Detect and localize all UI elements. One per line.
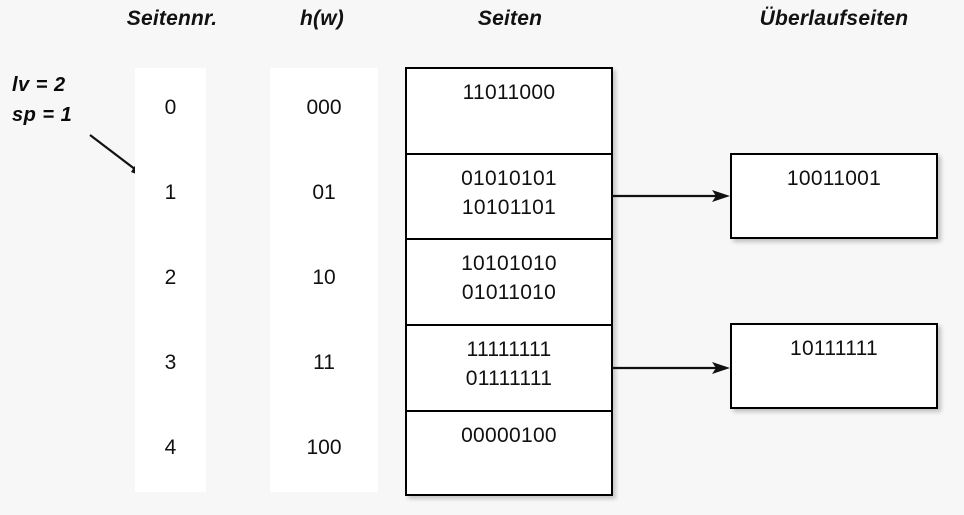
page-entry: 01111111 <box>465 367 553 390</box>
cell-seitennr-2: 2 <box>164 266 177 289</box>
overflow-page-entry: 10011001 <box>786 167 882 190</box>
pages-stack: 11011000 01010101 10101101 10101010 0101… <box>405 67 613 496</box>
page-entry: 01011010 <box>461 281 557 304</box>
overflow-page-0: 10011001 <box>730 153 938 239</box>
page-entry: 11111111 <box>466 338 552 361</box>
cell-hw-1: 01 <box>312 181 336 204</box>
page-cell-2: 10101010 01011010 <box>407 240 611 326</box>
cell-hw-0: 000 <box>306 96 342 119</box>
overflow-page-1: 10111111 <box>730 323 938 409</box>
page-cell-1: 01010101 10101101 <box>407 155 611 240</box>
column-header-seitennr: Seitennr. <box>126 7 218 30</box>
column-strip-hw: 000 01 10 11 100 <box>270 68 378 492</box>
cell-hw-4: 100 <box>306 436 342 459</box>
page-entry: 00000100 <box>461 424 557 447</box>
column-header-seiten: Seiten <box>477 7 543 30</box>
page-cell-3: 11111111 01111111 <box>407 326 611 412</box>
page-entry: 11011000 <box>462 81 556 104</box>
page-cell-0: 11011000 <box>407 69 611 155</box>
page-entry: 01010101 <box>461 167 557 190</box>
cell-seitennr-3: 3 <box>164 351 177 374</box>
overflow-arrow-icon-1 <box>612 362 730 374</box>
cell-hw-2: 10 <box>312 266 336 289</box>
cell-seitennr-1: 1 <box>164 181 177 204</box>
cell-hw-3: 11 <box>313 351 335 374</box>
cell-seitennr-0: 0 <box>164 96 177 119</box>
column-strip-seitennr: 0 1 2 3 4 <box>135 68 206 492</box>
parameter-annotation: lv = 2 sp = 1 <box>12 70 72 130</box>
column-header-hw: h(w) <box>300 7 344 30</box>
parameter-sp: sp = 1 <box>12 104 73 126</box>
column-header-ueberlaufseiten: Überlaufseiten <box>759 7 909 30</box>
page-entry: 10101010 <box>461 252 557 275</box>
page-entry: 10101101 <box>461 196 557 219</box>
overflow-page-entry: 10111111 <box>789 337 879 360</box>
page-cell-4: 00000100 <box>407 412 611 494</box>
parameter-lv: lv = 2 <box>12 74 66 96</box>
overflow-arrow-icon-0 <box>612 190 730 202</box>
cell-seitennr-4: 4 <box>164 436 177 459</box>
